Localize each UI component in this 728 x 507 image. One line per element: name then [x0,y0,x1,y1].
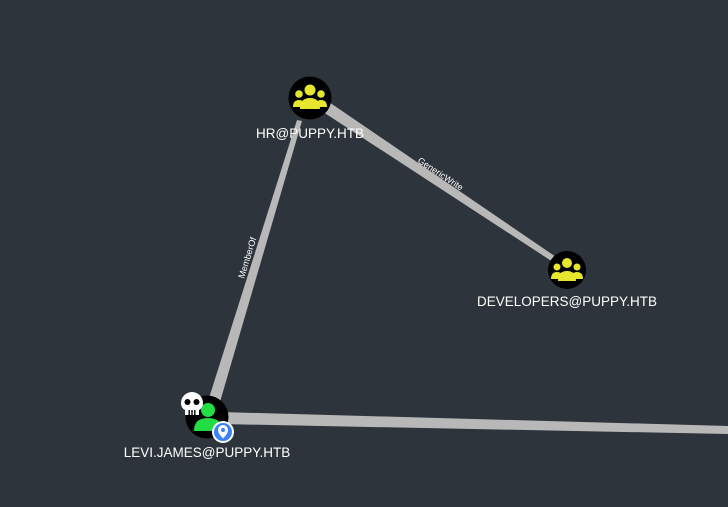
node-label-developers: DEVELOPERS@PUPPY.HTB [477,294,657,309]
node-hr[interactable]: HR@PUPPY.HTB [256,76,364,142]
location-pin-icon [212,421,234,443]
node-label-levi: LEVI.JAMES@PUPPY.HTB [124,445,291,460]
node-label-hr: HR@PUPPY.HTB [256,126,364,141]
node-levi[interactable]: LEVI.JAMES@PUPPY.HTB [124,392,291,460]
node-developers[interactable]: DEVELOPERS@PUPPY.HTB [477,251,657,309]
edge-offscreen[interactable] [220,412,728,434]
skull-icon [181,392,203,415]
edge-genericwrite[interactable] [320,100,559,264]
group-icon [293,84,327,109]
edge-memberof[interactable] [203,120,302,419]
group-icon [551,258,583,281]
